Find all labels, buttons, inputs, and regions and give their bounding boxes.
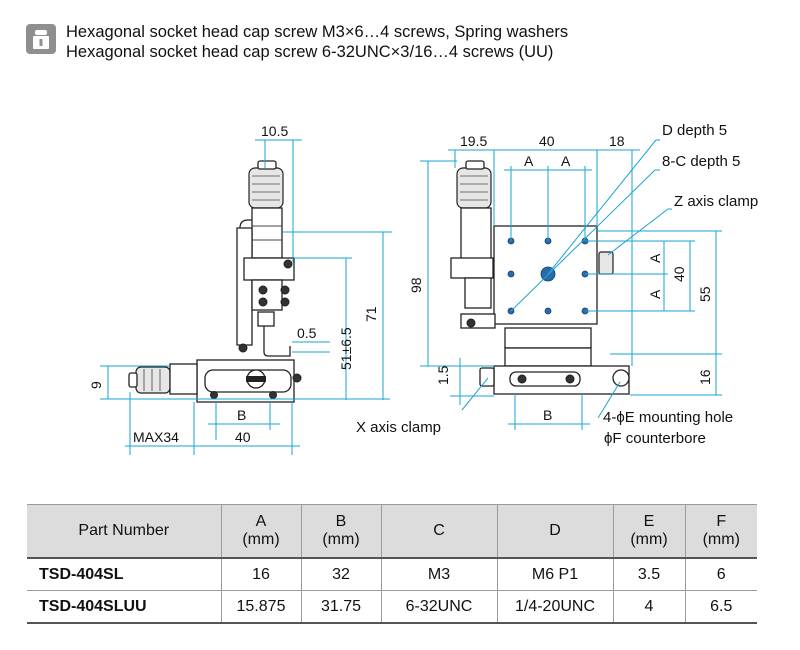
table-row: TSD-404SL 16 32 M3 M6 P1 3.5 6 [27,557,757,591]
label-mount-hole: 4-ϕE mounting hole [603,409,733,426]
dim-16: 16 [697,369,713,385]
header-part-number: Part Number [27,504,222,559]
cell-b: 32 [300,557,382,591]
cell-f: 6.5 [684,590,757,624]
dim-19-5: 19.5 [460,133,487,149]
right-front-view: 19.5 40 18 A A 98 A A 40 55 16 1.5 B [408,133,722,430]
cell-a: 15.875 [220,590,302,624]
table-row: TSD-404SLUU 15.875 31.75 6-32UNC 1/4-20U… [27,590,757,624]
cell-d: 1/4-20UNC [496,590,614,624]
cell-part-number: TSD-404SLUU [27,590,222,624]
cell-c: 6-32UNC [380,590,498,624]
label-counterbore: ϕF counterbore [604,430,706,447]
header-c: C [380,504,498,559]
dim-a-top-2: A [561,153,571,169]
dim-40-top: 40 [539,133,555,149]
technical-drawing: 10.5 0.5 51±6.5 71 9 B MAX34 40 [88,122,758,455]
header-f: F(mm) [684,504,757,559]
dim-10-5: 10.5 [261,123,288,139]
label-d-depth: D depth 5 [662,122,727,139]
left-side-view: 10.5 0.5 51±6.5 71 9 B MAX34 40 [88,123,392,455]
dim-40-left: 40 [235,429,251,445]
screw-note: Hexagonal socket head cap screw M3×6…4 s… [26,22,568,62]
header-d: D [496,504,614,559]
header-e: E(mm) [612,504,686,559]
dim-18: 18 [609,133,625,149]
dim-a-side-1: A [647,253,663,263]
dim-40-side: 40 [671,266,687,282]
dim-9: 9 [88,381,104,389]
cell-part-number: TSD-404SL [27,557,222,591]
dim-0-5: 0.5 [297,325,317,341]
header-a: A(mm) [220,504,302,559]
dim-b-right: B [543,407,552,423]
screw-note-line-2: Hexagonal socket head cap screw 6-32UNC×… [66,43,554,61]
screw-icon [26,24,56,54]
dim-55: 55 [697,286,713,302]
screw-note-line-1: Hexagonal socket head cap screw M3×6…4 s… [66,23,569,41]
dim-a-top-1: A [524,153,534,169]
dim-a-side-2: A [647,289,663,299]
dim-max34: MAX34 [133,429,179,445]
cell-a: 16 [220,557,302,591]
header-b: B(mm) [300,504,382,559]
dim-51: 51±6.5 [338,327,354,370]
cell-e: 3.5 [612,557,686,591]
label-c-depth: 8-C depth 5 [662,153,740,170]
dim-98: 98 [408,277,424,293]
spec-table: Part Number A(mm) B(mm) C D E(mm) F(mm) … [27,504,757,624]
dim-71: 71 [363,306,379,322]
cell-c: M3 [380,557,498,591]
cell-b: 31.75 [300,590,382,624]
table-header-row: Part Number A(mm) B(mm) C D E(mm) F(mm) [27,504,757,559]
cell-f: 6 [684,557,757,591]
label-x-clamp: X axis clamp [356,419,441,436]
cell-e: 4 [612,590,686,624]
dim-1-5: 1.5 [435,365,451,385]
cell-d: M6 P1 [496,557,614,591]
label-z-clamp: Z axis clamp [674,193,758,210]
dim-b-left: B [237,407,246,423]
